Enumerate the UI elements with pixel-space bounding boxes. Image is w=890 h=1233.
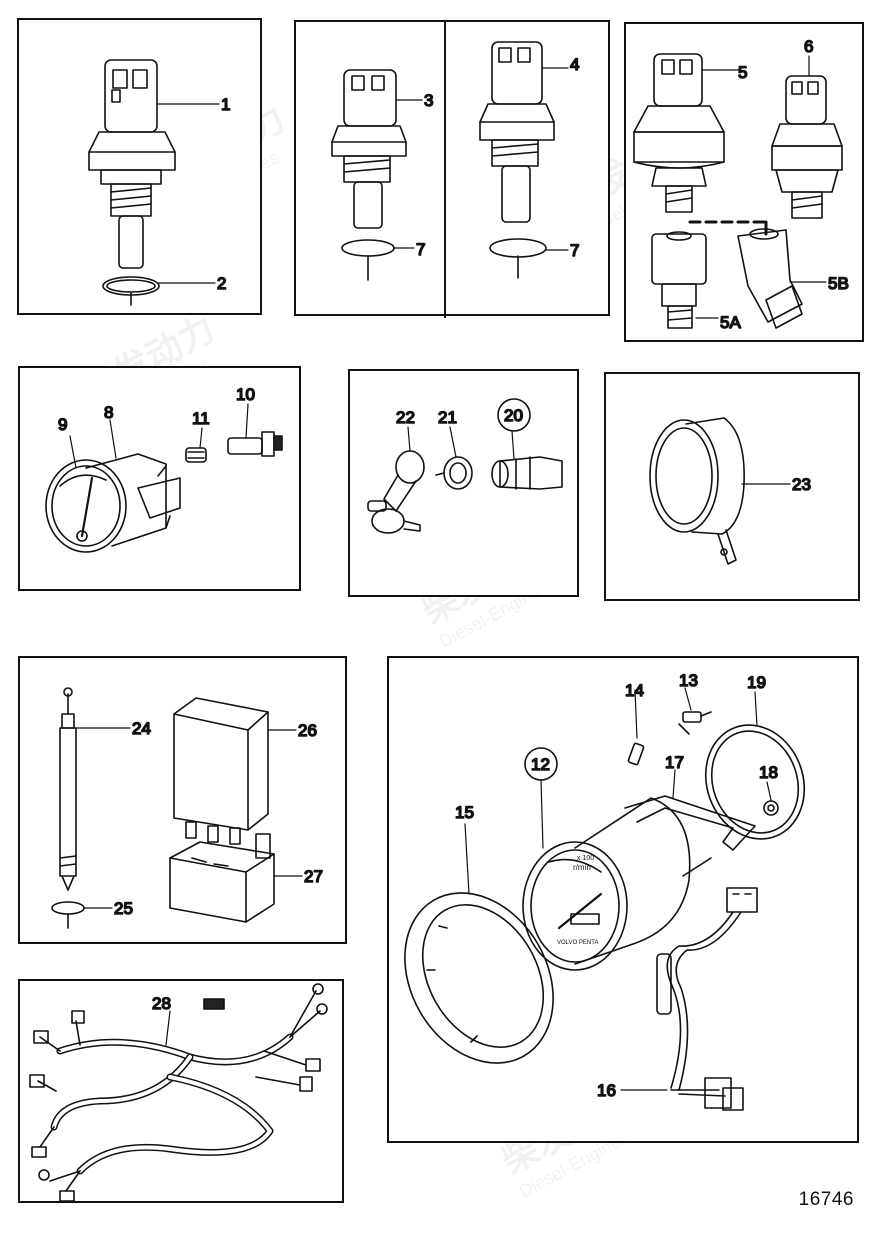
callout-1: 1: [221, 95, 230, 114]
buzzer-23-drawing: [649, 417, 745, 565]
tachometer-12-drawing: x 100 r/min VOLVO PENTA: [522, 797, 691, 971]
panel-gauge: 9 8 11 10: [18, 366, 301, 591]
nut-18-drawing: [763, 800, 779, 816]
sender-1-drawing: [88, 59, 176, 306]
callout-27: 27: [304, 867, 323, 886]
panel-glow-plug-relay: 24 26 27 25: [18, 656, 347, 944]
callout-12: 12: [531, 755, 550, 774]
lamp-11-drawing: [185, 447, 207, 463]
callout-3: 3: [424, 91, 433, 110]
callout-10: 10: [236, 385, 255, 404]
panel-pressure-senders: 5 6 5B 5A: [624, 22, 864, 342]
gauge-drawing: [45, 453, 181, 553]
sender-4-drawing: [479, 41, 555, 279]
callout-11: 11: [192, 409, 210, 428]
callout-26: 26: [298, 721, 317, 740]
tacho-brand: VOLVO PENTA: [557, 940, 598, 946]
callout-5: 5: [738, 63, 747, 82]
drawing-number: 16746: [798, 1189, 854, 1210]
nut-21-drawing: [435, 456, 473, 490]
glow-plug-24-drawing: [51, 687, 85, 929]
callout-8: 8: [104, 403, 113, 422]
callout-28: 28: [152, 994, 171, 1013]
callout-13: 13: [679, 671, 698, 690]
panel-buzzer: 23: [604, 372, 860, 601]
key-22-drawing: [367, 450, 425, 534]
callout-5b: 5B: [828, 274, 849, 293]
bezel-15-drawing: [404, 892, 554, 1064]
lampholder-10-drawing: [227, 431, 283, 457]
callout-18: 18: [759, 763, 778, 782]
bulb-13-drawing: [678, 711, 712, 735]
callout-2: 2: [217, 274, 226, 293]
connector-16-drawing: [656, 887, 758, 1111]
relay-26-drawing: [173, 697, 269, 845]
pin-14-drawing: [627, 742, 645, 766]
ring-19-drawing: [704, 724, 806, 840]
callout-14: 14: [625, 681, 644, 700]
panel-temperature-sender: 1 2: [17, 18, 262, 315]
callout-16: 16: [597, 1081, 616, 1100]
panel-tachometer: x 100 r/min VOLVO PENTA: [387, 656, 859, 1143]
callout-21: 21: [438, 408, 457, 427]
adapter-5b-drawing: [737, 228, 803, 329]
switch-20-drawing: [491, 456, 563, 490]
adapter-5a-drawing: [651, 231, 707, 329]
callout-5a: 5A: [720, 313, 741, 332]
callout-7b: 7: [570, 241, 579, 260]
tacho-unit: x 100: [577, 855, 594, 862]
callout-20: 20: [504, 406, 523, 425]
callout-7a: 7: [416, 240, 425, 259]
callout-17: 17: [665, 753, 684, 772]
callout-4: 4: [570, 55, 579, 74]
tacho-rpm: r/min: [573, 863, 591, 872]
sender-6-drawing: [771, 75, 843, 219]
sender-3-drawing: [331, 69, 407, 281]
sender-5-drawing: [633, 53, 725, 213]
panel-key-switch: 22 21 20: [348, 369, 579, 597]
callout-15: 15: [455, 803, 474, 822]
bracket-17-drawing: [624, 795, 756, 877]
relay-socket-27-drawing: [169, 833, 275, 923]
callout-9: 9: [58, 415, 67, 434]
callout-23: 23: [792, 475, 811, 494]
harness-28-drawing: [29, 983, 328, 1202]
callout-24: 24: [132, 719, 151, 738]
callout-22: 22: [396, 408, 415, 427]
callout-19: 19: [747, 673, 766, 692]
panel-wiring-harness: 28: [18, 979, 344, 1203]
callout-6: 6: [804, 37, 813, 56]
panel-senders-3-4: 3 7 4 7: [294, 20, 610, 318]
callout-25: 25: [114, 899, 133, 918]
